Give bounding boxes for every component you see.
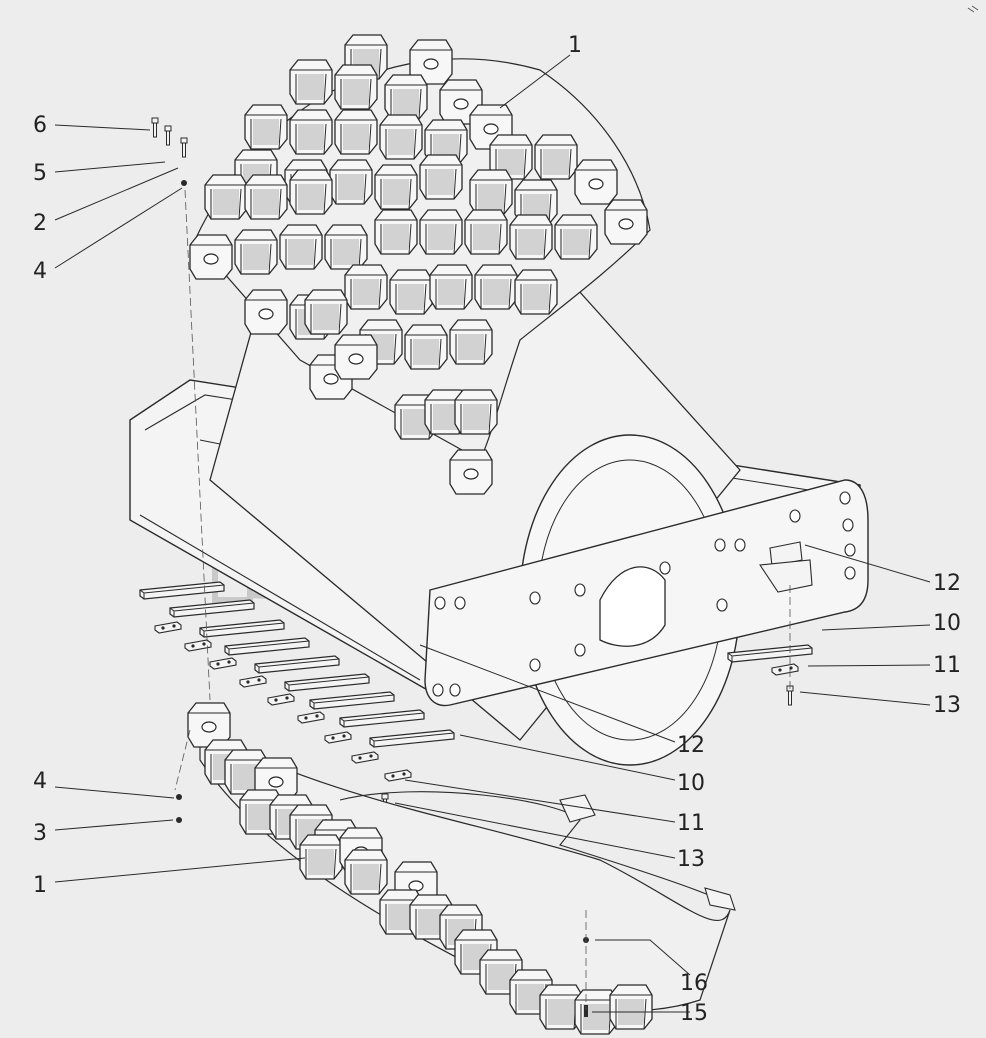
center-lines: [174, 189, 791, 1010]
callout-15: 15: [680, 1001, 708, 1026]
callout-10-right: 10: [933, 611, 961, 636]
upper-padfoot-shell: [189, 34, 651, 495]
callout-4-bottom: 4: [33, 769, 47, 794]
callout-labels: 1 6 5 2 4 12 10 11 13 12 10 11 13 4 3 1 …: [33, 33, 961, 1026]
scraper-bars: [139, 541, 813, 814]
callout-1-bottom: 1: [33, 873, 47, 898]
callout-1-top: 1: [568, 33, 582, 58]
end-plate: [424, 479, 869, 707]
callout-5: 5: [33, 161, 47, 186]
lower-padfoot-shell: [187, 702, 736, 1035]
callout-12-right: 12: [933, 571, 961, 596]
callout-13-right: 13: [933, 693, 961, 718]
callout-6: 6: [33, 113, 47, 138]
callout-16: 16: [680, 971, 708, 996]
callout-2: 2: [33, 211, 47, 236]
callout-4-top: 4: [33, 259, 47, 284]
callout-13-mid: 13: [677, 847, 705, 872]
callout-10-mid: 10: [677, 771, 705, 796]
leader-lines: [54, 54, 931, 1013]
corner-mark: [967, 5, 979, 13]
callout-12-mid: 12: [677, 733, 705, 758]
callout-3: 3: [33, 821, 47, 846]
callout-11-right: 11: [933, 653, 961, 678]
callout-11-mid: 11: [677, 811, 705, 836]
